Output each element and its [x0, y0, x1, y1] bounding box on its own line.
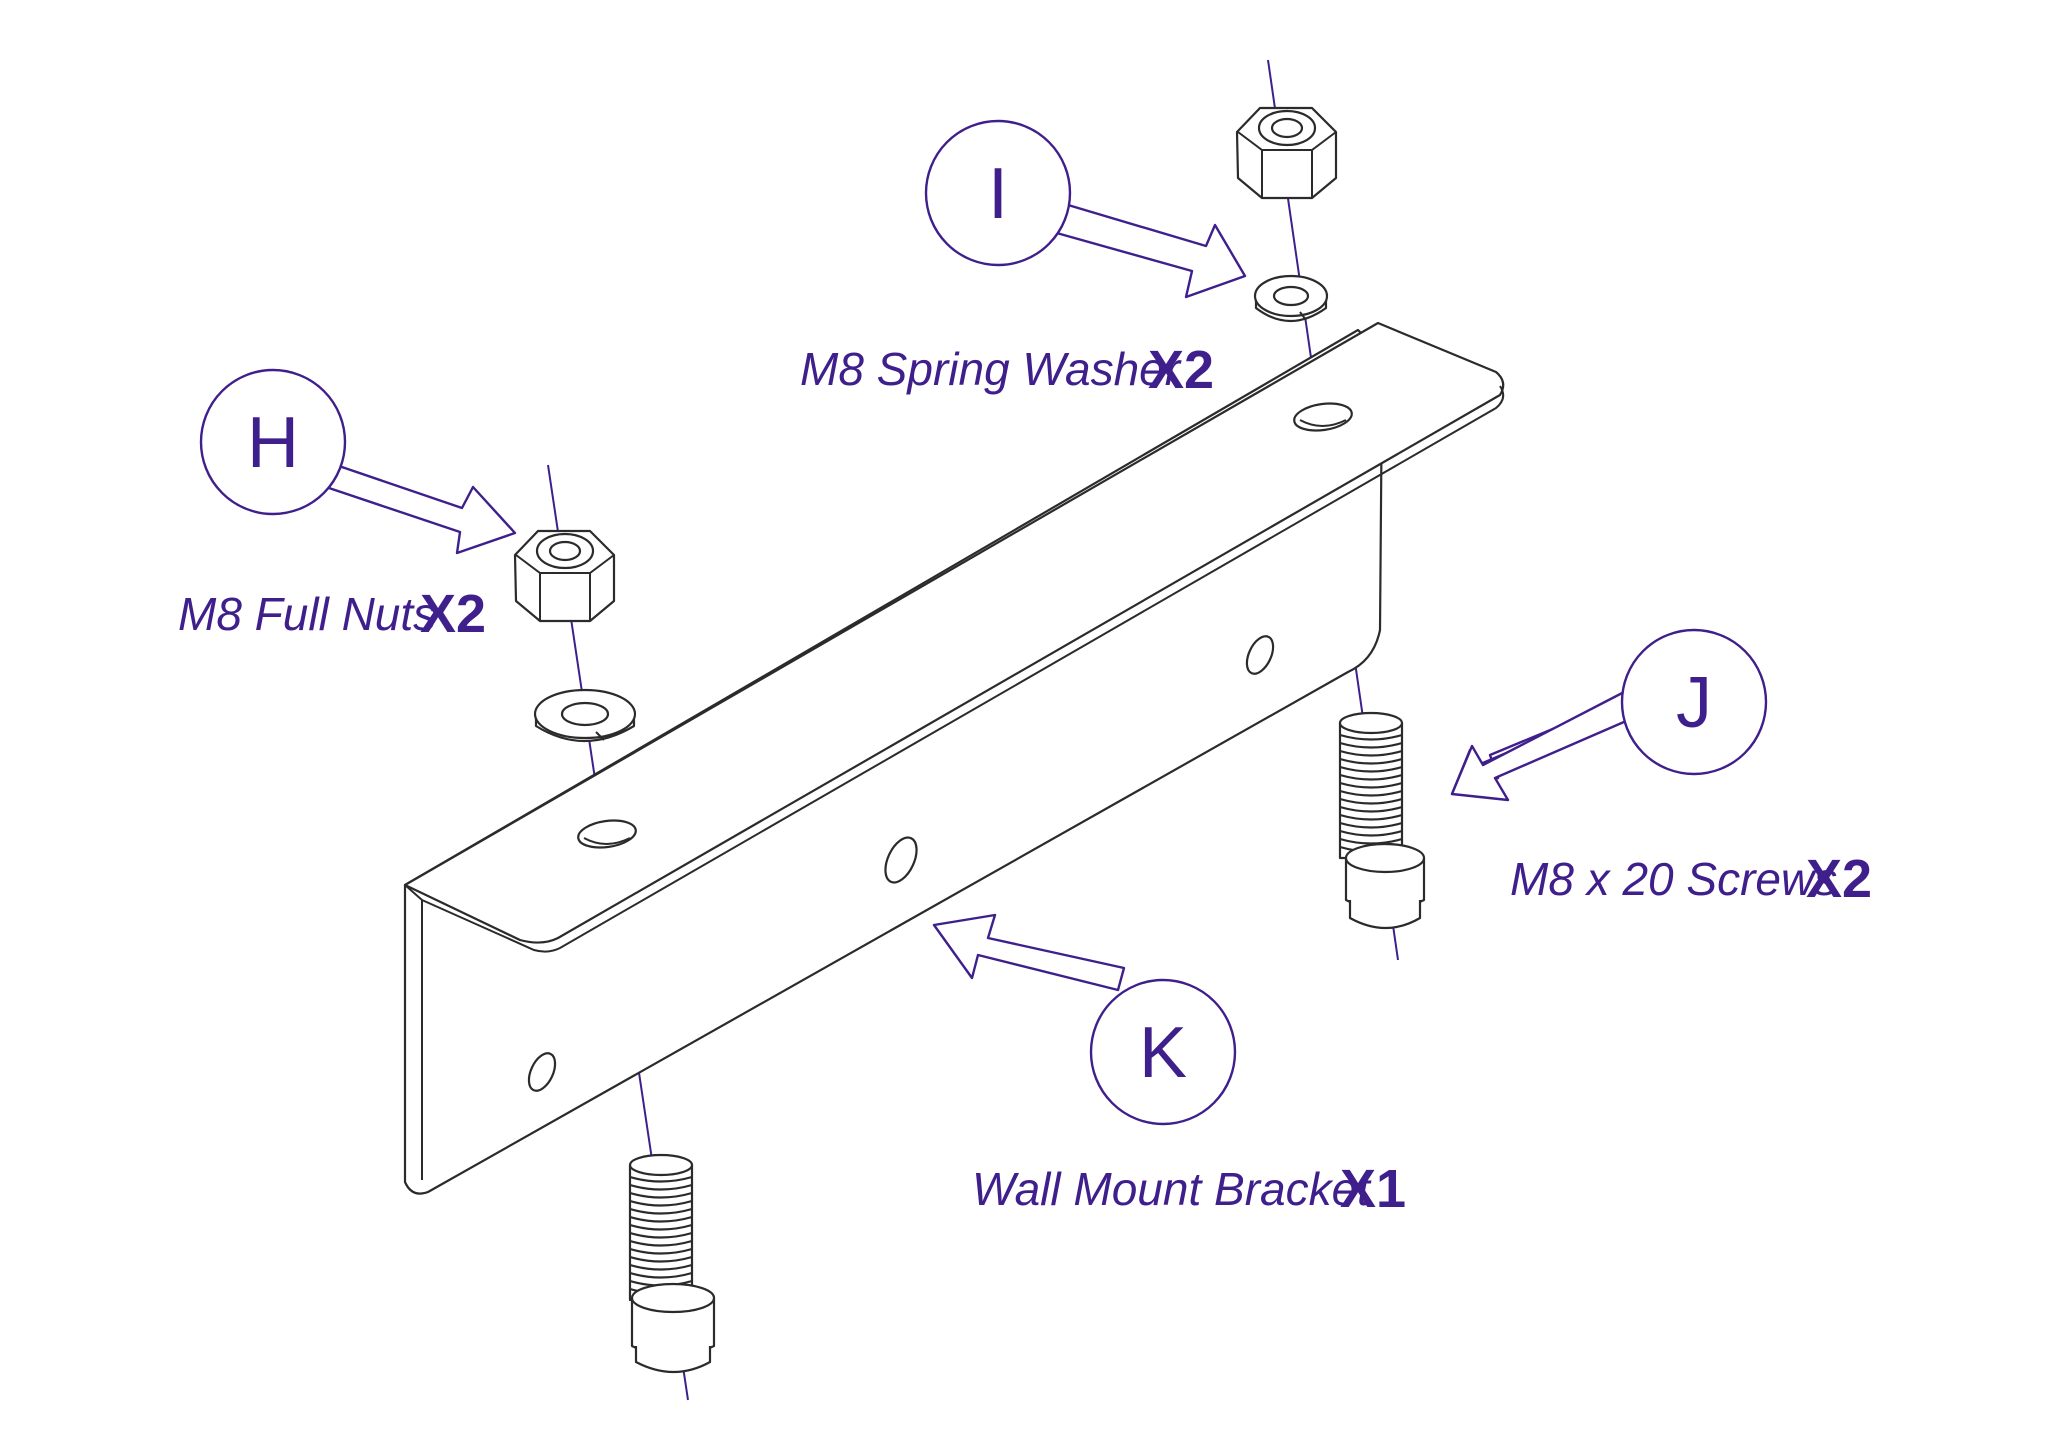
- screw-left: [628, 1153, 716, 1373]
- label-k-name: Wall Mount Bracket: [972, 1163, 1372, 1215]
- nut-right-bore: [1270, 117, 1304, 139]
- washer-left-split: [595, 731, 605, 741]
- callout-h: H: [199, 368, 517, 555]
- label-i-name: M8 Spring Washer: [800, 343, 1182, 395]
- screw-left-head-top: [630, 1282, 716, 1314]
- washer-right-hole: [1272, 285, 1310, 307]
- screw-right: [1338, 711, 1426, 929]
- bracket-wall-hole-3: [527, 1052, 557, 1092]
- screw-thread-line: [1339, 805, 1403, 813]
- screw-thread-line: [1339, 821, 1403, 829]
- label-h-qty: X2: [420, 584, 486, 644]
- screw-thread-line: [1339, 789, 1403, 797]
- nut-left-faces: [515, 554, 615, 621]
- screw-right-head-base: [1348, 900, 1422, 929]
- label-j-qty: X2: [1806, 849, 1872, 909]
- nut-right-faces: [1237, 131, 1337, 198]
- screw-thread-line: [629, 1247, 693, 1255]
- washer-left: [533, 688, 637, 742]
- label-h-name: M8 Full Nuts: [178, 588, 436, 640]
- callout-i-circle: [924, 119, 1072, 267]
- callout-k-arrow: [932, 913, 1126, 992]
- screw-thread-line: [629, 1271, 693, 1279]
- callout-h-letter: H: [247, 403, 299, 483]
- screw-thread-line: [629, 1263, 693, 1271]
- part-labels: M8 Full Nuts X2 M8 Spring Washer X2 M8 x…: [178, 340, 1872, 1219]
- screw-thread-line: [1339, 765, 1403, 773]
- callout-i-arrow: [1044, 200, 1247, 299]
- screw-thread-line: [1339, 781, 1403, 789]
- washer-right: [1253, 274, 1329, 323]
- washer-right-split: [1299, 311, 1307, 321]
- screw-thread-line: [629, 1199, 693, 1207]
- screw-thread-line: [1339, 741, 1403, 749]
- callout-k: K: [932, 913, 1237, 1126]
- callout-h-circle: [199, 368, 347, 516]
- screw-thread-line: [629, 1183, 693, 1191]
- bracket-wall-hole-2: [884, 836, 918, 884]
- screw-thread-line: [1339, 773, 1403, 781]
- callout-j-circle: [1620, 628, 1768, 776]
- screw-thread-line: [1339, 829, 1403, 837]
- washer-left-hole: [560, 701, 610, 727]
- screw-left-tip: [628, 1153, 694, 1177]
- screw-thread-line: [629, 1175, 693, 1183]
- callout-k-circle: [1089, 978, 1237, 1126]
- nut-left-bore: [548, 540, 582, 562]
- screw-left-shank: [628, 1163, 694, 1302]
- callout-h-arrow: [324, 463, 517, 555]
- nut-right: [1235, 106, 1338, 200]
- screw-thread-line: [629, 1207, 693, 1215]
- screw-left-head-base: [634, 1346, 712, 1373]
- screw-thread-line: [629, 1223, 693, 1231]
- screw-right-shank: [1338, 721, 1404, 860]
- label-i-qty: X2: [1148, 340, 1214, 400]
- callout-j: J: [1450, 628, 1768, 802]
- callout-i-letter: I: [988, 154, 1008, 234]
- callout-j-letter: J: [1676, 663, 1712, 743]
- nut-left: [513, 529, 616, 623]
- screw-thread-line: [1339, 733, 1403, 741]
- screw-thread-line: [629, 1239, 693, 1247]
- screw-thread-line: [1339, 797, 1403, 805]
- callout-j-arrow: [1450, 688, 1642, 802]
- screw-thread-line: [1339, 749, 1403, 757]
- bracket-wall-hole-1: [1245, 635, 1275, 675]
- screw-thread-line: [629, 1231, 693, 1239]
- bracket-top-hole-left-depth: [583, 837, 631, 845]
- bracket-top-hole-right-depth: [1299, 419, 1347, 427]
- callout-k-letter: K: [1139, 1013, 1187, 1093]
- screw-thread-line: [1339, 837, 1403, 845]
- label-k-qty: X1: [1340, 1159, 1406, 1219]
- bracket-top-flange: [403, 321, 1505, 944]
- screw-thread-line: [1339, 757, 1403, 765]
- callout-i: I: [924, 119, 1247, 299]
- screw-right-head-top: [1344, 842, 1426, 874]
- bracket-flange-thickness: [421, 385, 1505, 953]
- screw-thread-line: [629, 1255, 693, 1263]
- wall-mount-bracket: [403, 321, 1505, 1195]
- label-j-name: M8 x 20 Screws: [1510, 853, 1837, 905]
- screw-thread-line: [629, 1191, 693, 1199]
- screw-thread-line: [1339, 813, 1403, 821]
- screw-right-tip: [1338, 711, 1404, 735]
- bracket-corner: [404, 884, 423, 901]
- screw-thread-line: [629, 1215, 693, 1223]
